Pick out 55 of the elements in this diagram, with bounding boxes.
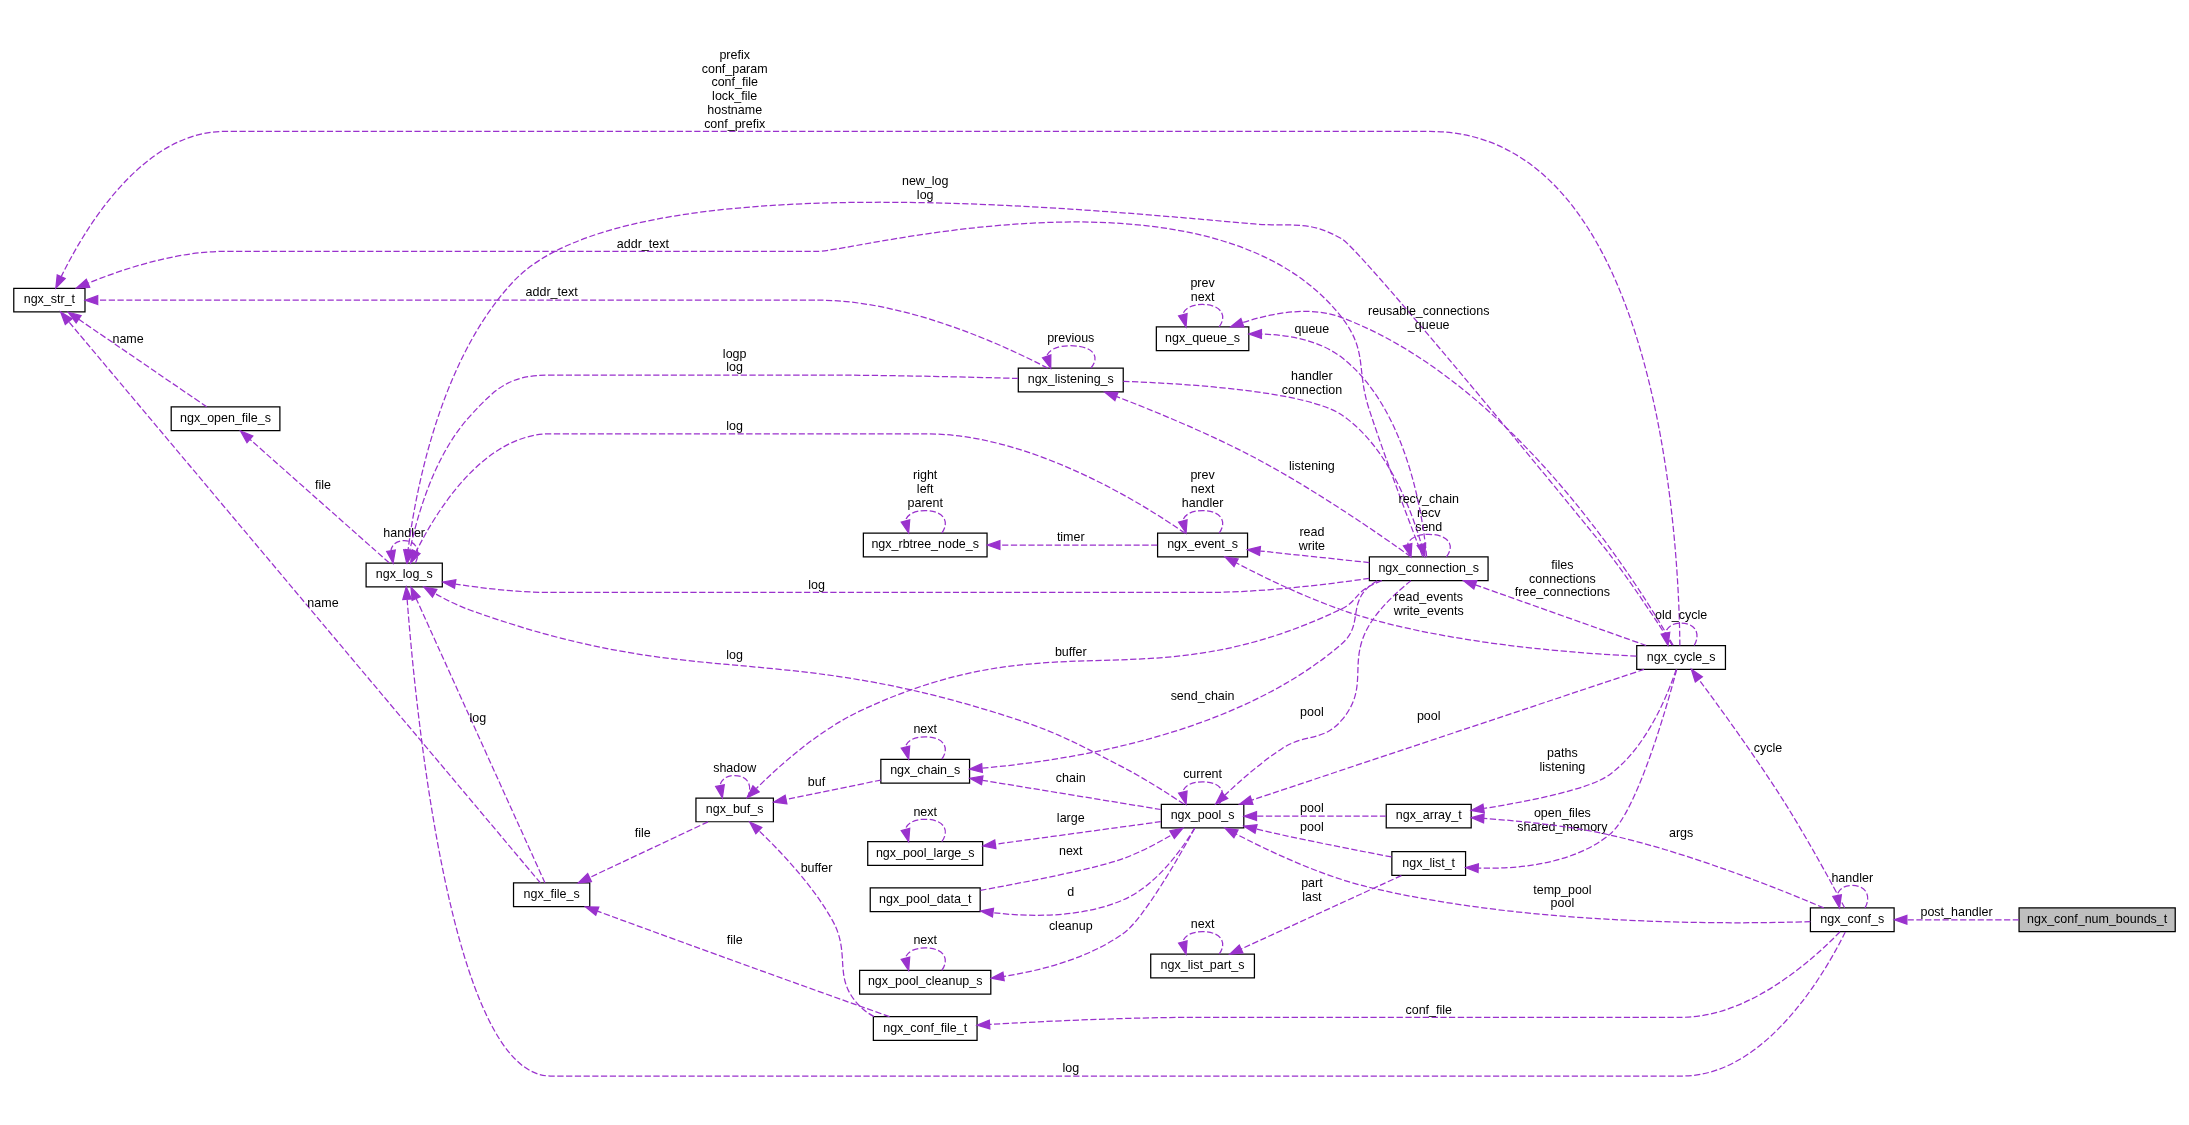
edge-label: next [1190,916,1215,931]
edge-label: cleanup [1048,918,1093,933]
edge-label: prefix conf_param conf_file lock_file hostname conf_prefix [701,47,768,131]
edge-label: post_handler [1920,905,1993,920]
edge-label: next [913,804,938,819]
edge-label: conf_file [1405,1002,1452,1017]
edge-label: log [726,647,744,662]
edge-label: right left parent [907,468,943,510]
edge-label: timer [1056,530,1085,545]
edge-label: next [913,933,938,948]
edge-label: chain [1055,771,1086,786]
edge-label: shadow [713,760,757,775]
edge-label: temp_pool pool [1533,882,1592,911]
edge-label: buffer [800,861,833,876]
edge-label: pool [1300,705,1324,720]
edge-label: part last [1301,876,1323,905]
edge-label: log [726,419,744,434]
edge-label: buffer [1054,645,1087,660]
edge-label: addr_text [525,285,578,300]
edge-label: args [1668,826,1694,841]
edge-label: pool [1300,801,1324,816]
edge-label: name [112,331,144,346]
edge-label: file [634,826,651,841]
edge-label: read_events write_events [1393,590,1464,618]
edge-label: next [1058,843,1083,858]
edge-label: addr_text [616,236,669,251]
edge-label: log [469,711,487,726]
edge-label: logp log [722,346,747,375]
edge-label: pool [1416,708,1441,723]
edge-label: current [1183,767,1222,782]
edge-label: read write [1298,525,1326,554]
edge-label: handler [1831,870,1874,885]
edge-label: prev next handler [1181,468,1224,510]
edge-label: handler connection [1281,369,1343,397]
edge-label: files connections free_connections [1514,557,1610,600]
edge-label: reusable_connections _queue [1367,304,1490,332]
edge-label: next [913,722,938,737]
edge-label: queue [1294,321,1330,336]
edge-label: pool [1300,820,1324,835]
edge-label: log [1062,1061,1080,1076]
edge-label: cycle [1753,741,1783,756]
edge-label: old_cycle [1655,608,1708,623]
edge-label: name [307,596,339,611]
edge-label: new_log log [901,174,949,202]
edge-label: send_chain [1170,688,1235,703]
edge-label: log [808,577,825,592]
edge-label: previous [1047,330,1095,345]
edge-label: file [315,477,331,492]
edge-label: listening [1288,459,1335,474]
edge-label: paths listening [1539,746,1586,775]
edge-label: d [1067,885,1075,900]
edge-label: buf [807,775,826,790]
edge-label: large [1056,811,1085,826]
edge-label: prev next [1190,276,1215,304]
edge-label: file [726,932,743,947]
